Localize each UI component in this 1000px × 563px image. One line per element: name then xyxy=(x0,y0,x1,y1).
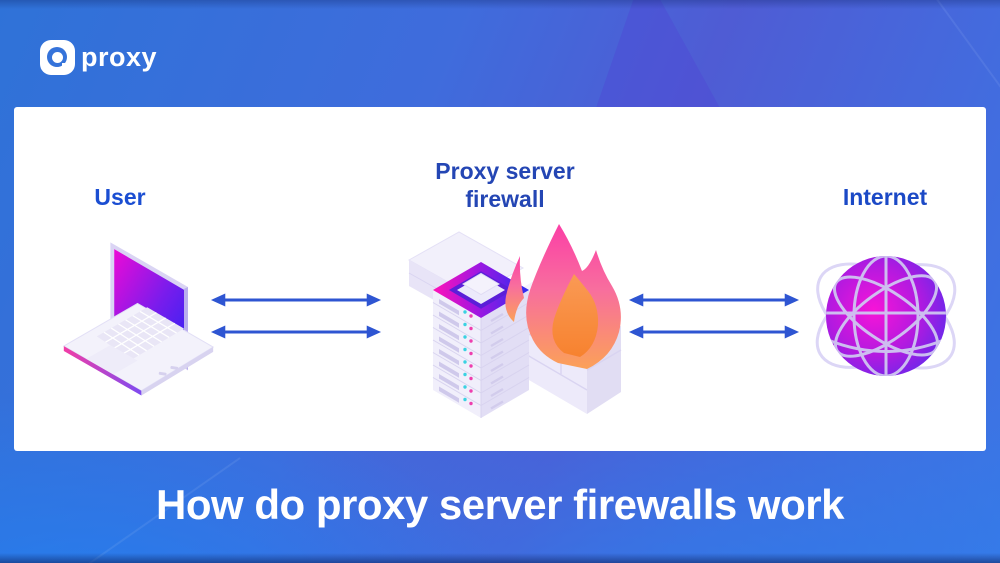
bottom-shade xyxy=(0,553,1000,563)
9proxy-logo-icon xyxy=(40,40,75,75)
proxy-server-firewall-label: Proxy server firewall xyxy=(435,158,575,212)
bidirectional-arrow xyxy=(628,325,800,339)
brand-name: proxy xyxy=(81,42,158,72)
internet-label: Internet xyxy=(842,184,928,210)
brand-logo: proxy xyxy=(40,40,157,75)
top-shade xyxy=(0,0,1000,9)
server-firewall-icon xyxy=(407,224,622,418)
background-accent-shape xyxy=(596,0,720,108)
user-label: User xyxy=(94,184,146,210)
bidirectional-arrow xyxy=(210,293,382,307)
logo-tail xyxy=(62,63,71,72)
main-title: How do proxy server firewalls work xyxy=(156,481,844,528)
logo-ring xyxy=(47,47,67,67)
bidirectional-arrow xyxy=(628,293,800,307)
laptop-icon xyxy=(62,242,215,396)
diagram-card: User Proxy server firewall Internet xyxy=(14,107,986,451)
logo-dot xyxy=(51,51,63,63)
globe-icon xyxy=(815,256,957,376)
bidirectional-arrow xyxy=(210,325,382,339)
